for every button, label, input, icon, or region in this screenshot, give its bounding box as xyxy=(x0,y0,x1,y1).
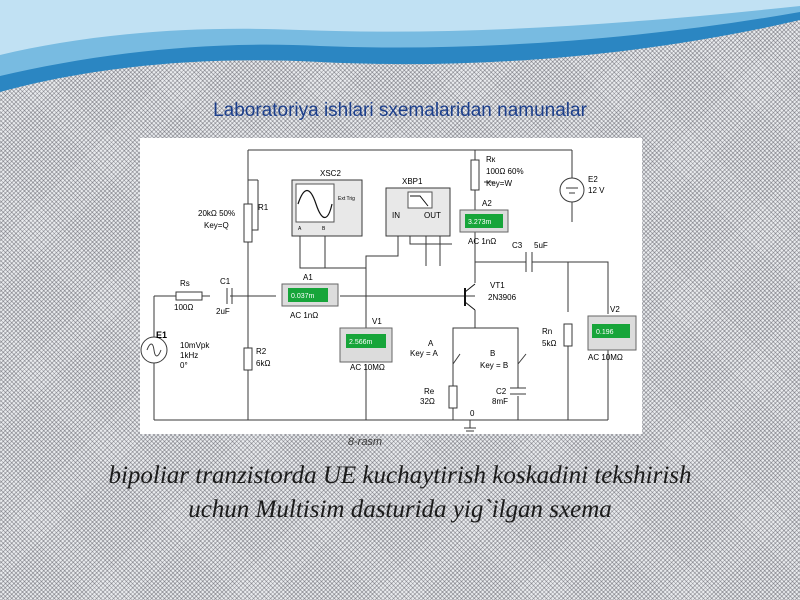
scope-channel-b: B xyxy=(322,226,326,232)
r1-key: Key=Q xyxy=(204,221,229,230)
v1-reading: 2.566m xyxy=(349,339,373,346)
circuit-schematic: R1 20kΩ 50% Key=Q XSC2 Ext Trig A B XBP1… xyxy=(140,138,642,434)
ground-label: 0 xyxy=(470,409,475,418)
e1-amp: 10mVpk xyxy=(180,341,210,350)
switch-b-name: B xyxy=(490,349,495,358)
r2-value: 6kΩ xyxy=(256,359,270,368)
r2-name: R2 xyxy=(256,347,267,356)
switch-a-key: Key = A xyxy=(410,349,438,358)
bode-in: IN xyxy=(392,211,400,220)
scope-channel-a: A xyxy=(298,226,302,232)
c1-name: C1 xyxy=(220,277,231,286)
ammeter-a2: 3.273m A2 AC 1nΩ xyxy=(459,199,509,246)
e1-phase: 0° xyxy=(180,361,188,370)
description-line-2: uchun Multisim dasturida yig`ilgan sxema xyxy=(188,496,612,523)
description-line-1: bipoliar tranzistorda UE kuchaytirish ko… xyxy=(108,462,692,489)
r1-name: R1 xyxy=(258,203,269,212)
scope-ext: Ext Trig xyxy=(338,196,355,202)
e1-name: E1 xyxy=(156,330,167,340)
scope-name: XSC2 xyxy=(320,169,341,178)
r1-value: 20kΩ 50% xyxy=(198,209,235,218)
slide-title: Laboratoriya ishlari sxemalaridan namuna… xyxy=(213,100,587,121)
transistor-vt1: VT1 2N3906 xyxy=(464,281,517,311)
bode-plotter-xbp1: XBP1 IN OUT xyxy=(385,177,451,237)
r1-resistor xyxy=(243,203,253,243)
rn-value: 5kΩ xyxy=(542,339,556,348)
a2-mode: AC 1nΩ xyxy=(468,237,496,246)
a1-name: A1 xyxy=(303,273,313,282)
v1-name: V1 xyxy=(372,317,382,326)
rs-name: Rs xyxy=(180,279,190,288)
voltmeter-v2: 0.196 V2 AC 10MΩ xyxy=(587,305,637,362)
voltmeter-v1: 2.566m V1 AC 10MΩ xyxy=(339,317,393,372)
rk-key: Key=W xyxy=(486,179,512,188)
rn-resistor xyxy=(563,323,573,347)
e2-dc-source xyxy=(559,177,585,203)
c3-value: 5uF xyxy=(534,241,548,250)
re-name: Re xyxy=(424,387,435,396)
rk-name: Rк xyxy=(486,155,496,164)
v1-mode: AC 10MΩ xyxy=(350,363,385,372)
figure-caption: 8-rasm xyxy=(347,436,383,448)
rk-resistor xyxy=(470,159,480,191)
re-value: 32Ω xyxy=(420,397,435,406)
re-resistor xyxy=(448,385,458,409)
rn-name: Rn xyxy=(542,327,552,336)
vt1-model: 2N3906 xyxy=(488,293,517,302)
e1-freq: 1kHz xyxy=(180,351,198,360)
c2-name: C2 xyxy=(496,387,507,396)
v2-reading: 0.196 xyxy=(596,329,614,336)
bode-name: XBP1 xyxy=(402,177,423,186)
v2-mode: AC 10MΩ xyxy=(588,353,623,362)
c3-name: C3 xyxy=(512,241,523,250)
r2-resistor xyxy=(243,347,253,371)
vt1-name: VT1 xyxy=(490,281,505,290)
c2-value: 8mF xyxy=(492,397,508,406)
rs-value: 100Ω xyxy=(174,303,193,312)
a2-name: A2 xyxy=(482,199,492,208)
c1-value: 2uF xyxy=(216,307,230,316)
oscilloscope-xsc2: XSC2 Ext Trig A B xyxy=(291,169,363,237)
rs-resistor xyxy=(175,291,203,301)
switch-a-name: A xyxy=(428,339,434,348)
ammeter-a1: 0.037m A1 AC 1nΩ xyxy=(281,273,339,320)
a1-mode: AC 1nΩ xyxy=(290,311,318,320)
e2-value: 12 V xyxy=(588,186,605,195)
v2-name: V2 xyxy=(610,305,620,314)
switch-b-key: Key = B xyxy=(480,361,508,370)
a1-reading: 0.037m xyxy=(291,293,315,300)
bode-out: OUT xyxy=(424,211,441,220)
e2-name: E2 xyxy=(588,175,598,184)
a2-reading: 3.273m xyxy=(468,219,492,226)
header-wave-decoration xyxy=(0,0,800,92)
rk-value: 100Ω 60% xyxy=(486,167,524,176)
